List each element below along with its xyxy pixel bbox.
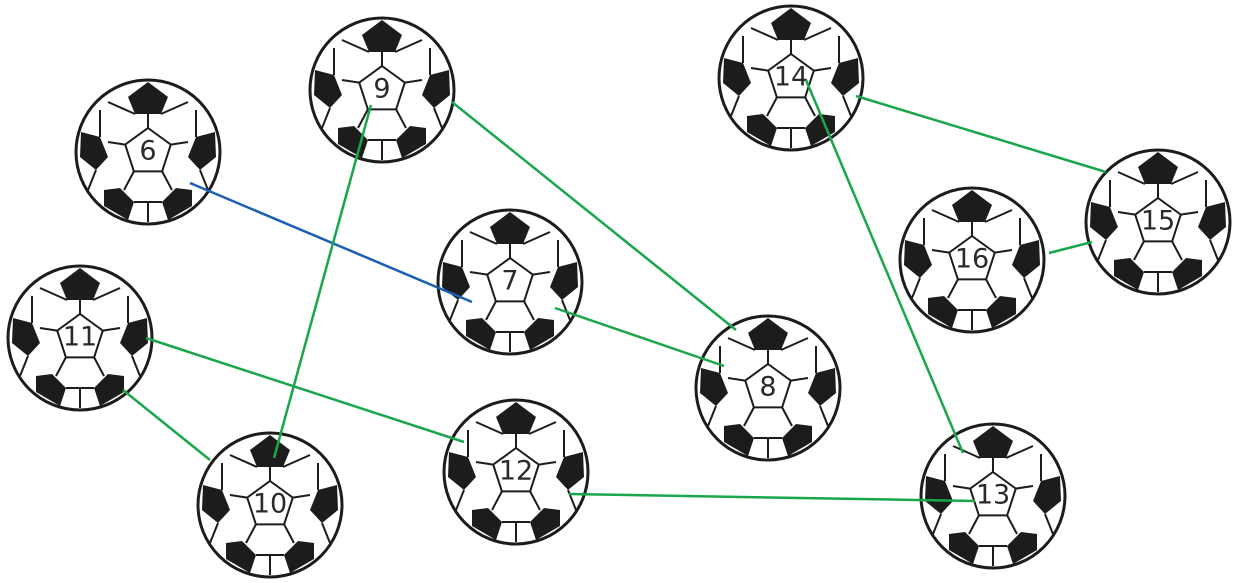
- soccer-ball-15: 15: [1084, 148, 1232, 296]
- connection-line-6-7: [189, 181, 473, 304]
- connection-line-12-13: [568, 492, 976, 503]
- connection-line-14-13: [804, 79, 965, 454]
- ball-number-label: 14: [774, 62, 808, 93]
- ball-number-label: 6: [139, 136, 156, 167]
- connection-lines: [122, 79, 1107, 503]
- soccer-ball-16: 16: [898, 186, 1046, 334]
- connection-line-11-12: [145, 336, 465, 444]
- balls: 6 7 8 9 10 11 12 13 14 15 16: [6, 4, 1232, 579]
- ball-number-label: 11: [63, 322, 97, 353]
- soccer-ball-14: 14: [717, 4, 865, 152]
- soccer-ball-7: 7: [436, 208, 584, 356]
- connection-line-14-15: [855, 94, 1107, 174]
- connection-line-11-10: [122, 389, 211, 461]
- ball-number-label: 10: [253, 489, 287, 520]
- connection-line-7-8: [554, 306, 725, 368]
- soccer-ball-6: 6: [74, 78, 222, 226]
- soccer-ball-8: 8: [694, 314, 842, 462]
- connection-line-16-15: [1048, 240, 1093, 255]
- ball-number-label: 13: [976, 480, 1010, 511]
- soccer-ball-12: 12: [442, 398, 590, 546]
- ball-number-label: 7: [501, 266, 518, 297]
- connection-line-9-8: [451, 101, 737, 331]
- ball-number-label: 12: [499, 456, 533, 487]
- connection-line-9-10: [272, 104, 373, 459]
- soccer-ball-13: 13: [919, 422, 1067, 570]
- soccer-ball-10: 10: [196, 431, 344, 579]
- ball-number-label: 9: [373, 74, 390, 105]
- soccer-ball-11: 11: [6, 264, 154, 412]
- soccer-ball-9: 9: [308, 16, 456, 164]
- ball-number-label: 15: [1141, 206, 1175, 237]
- ball-number-label: 16: [955, 244, 989, 275]
- ball-number-label: 8: [759, 372, 776, 403]
